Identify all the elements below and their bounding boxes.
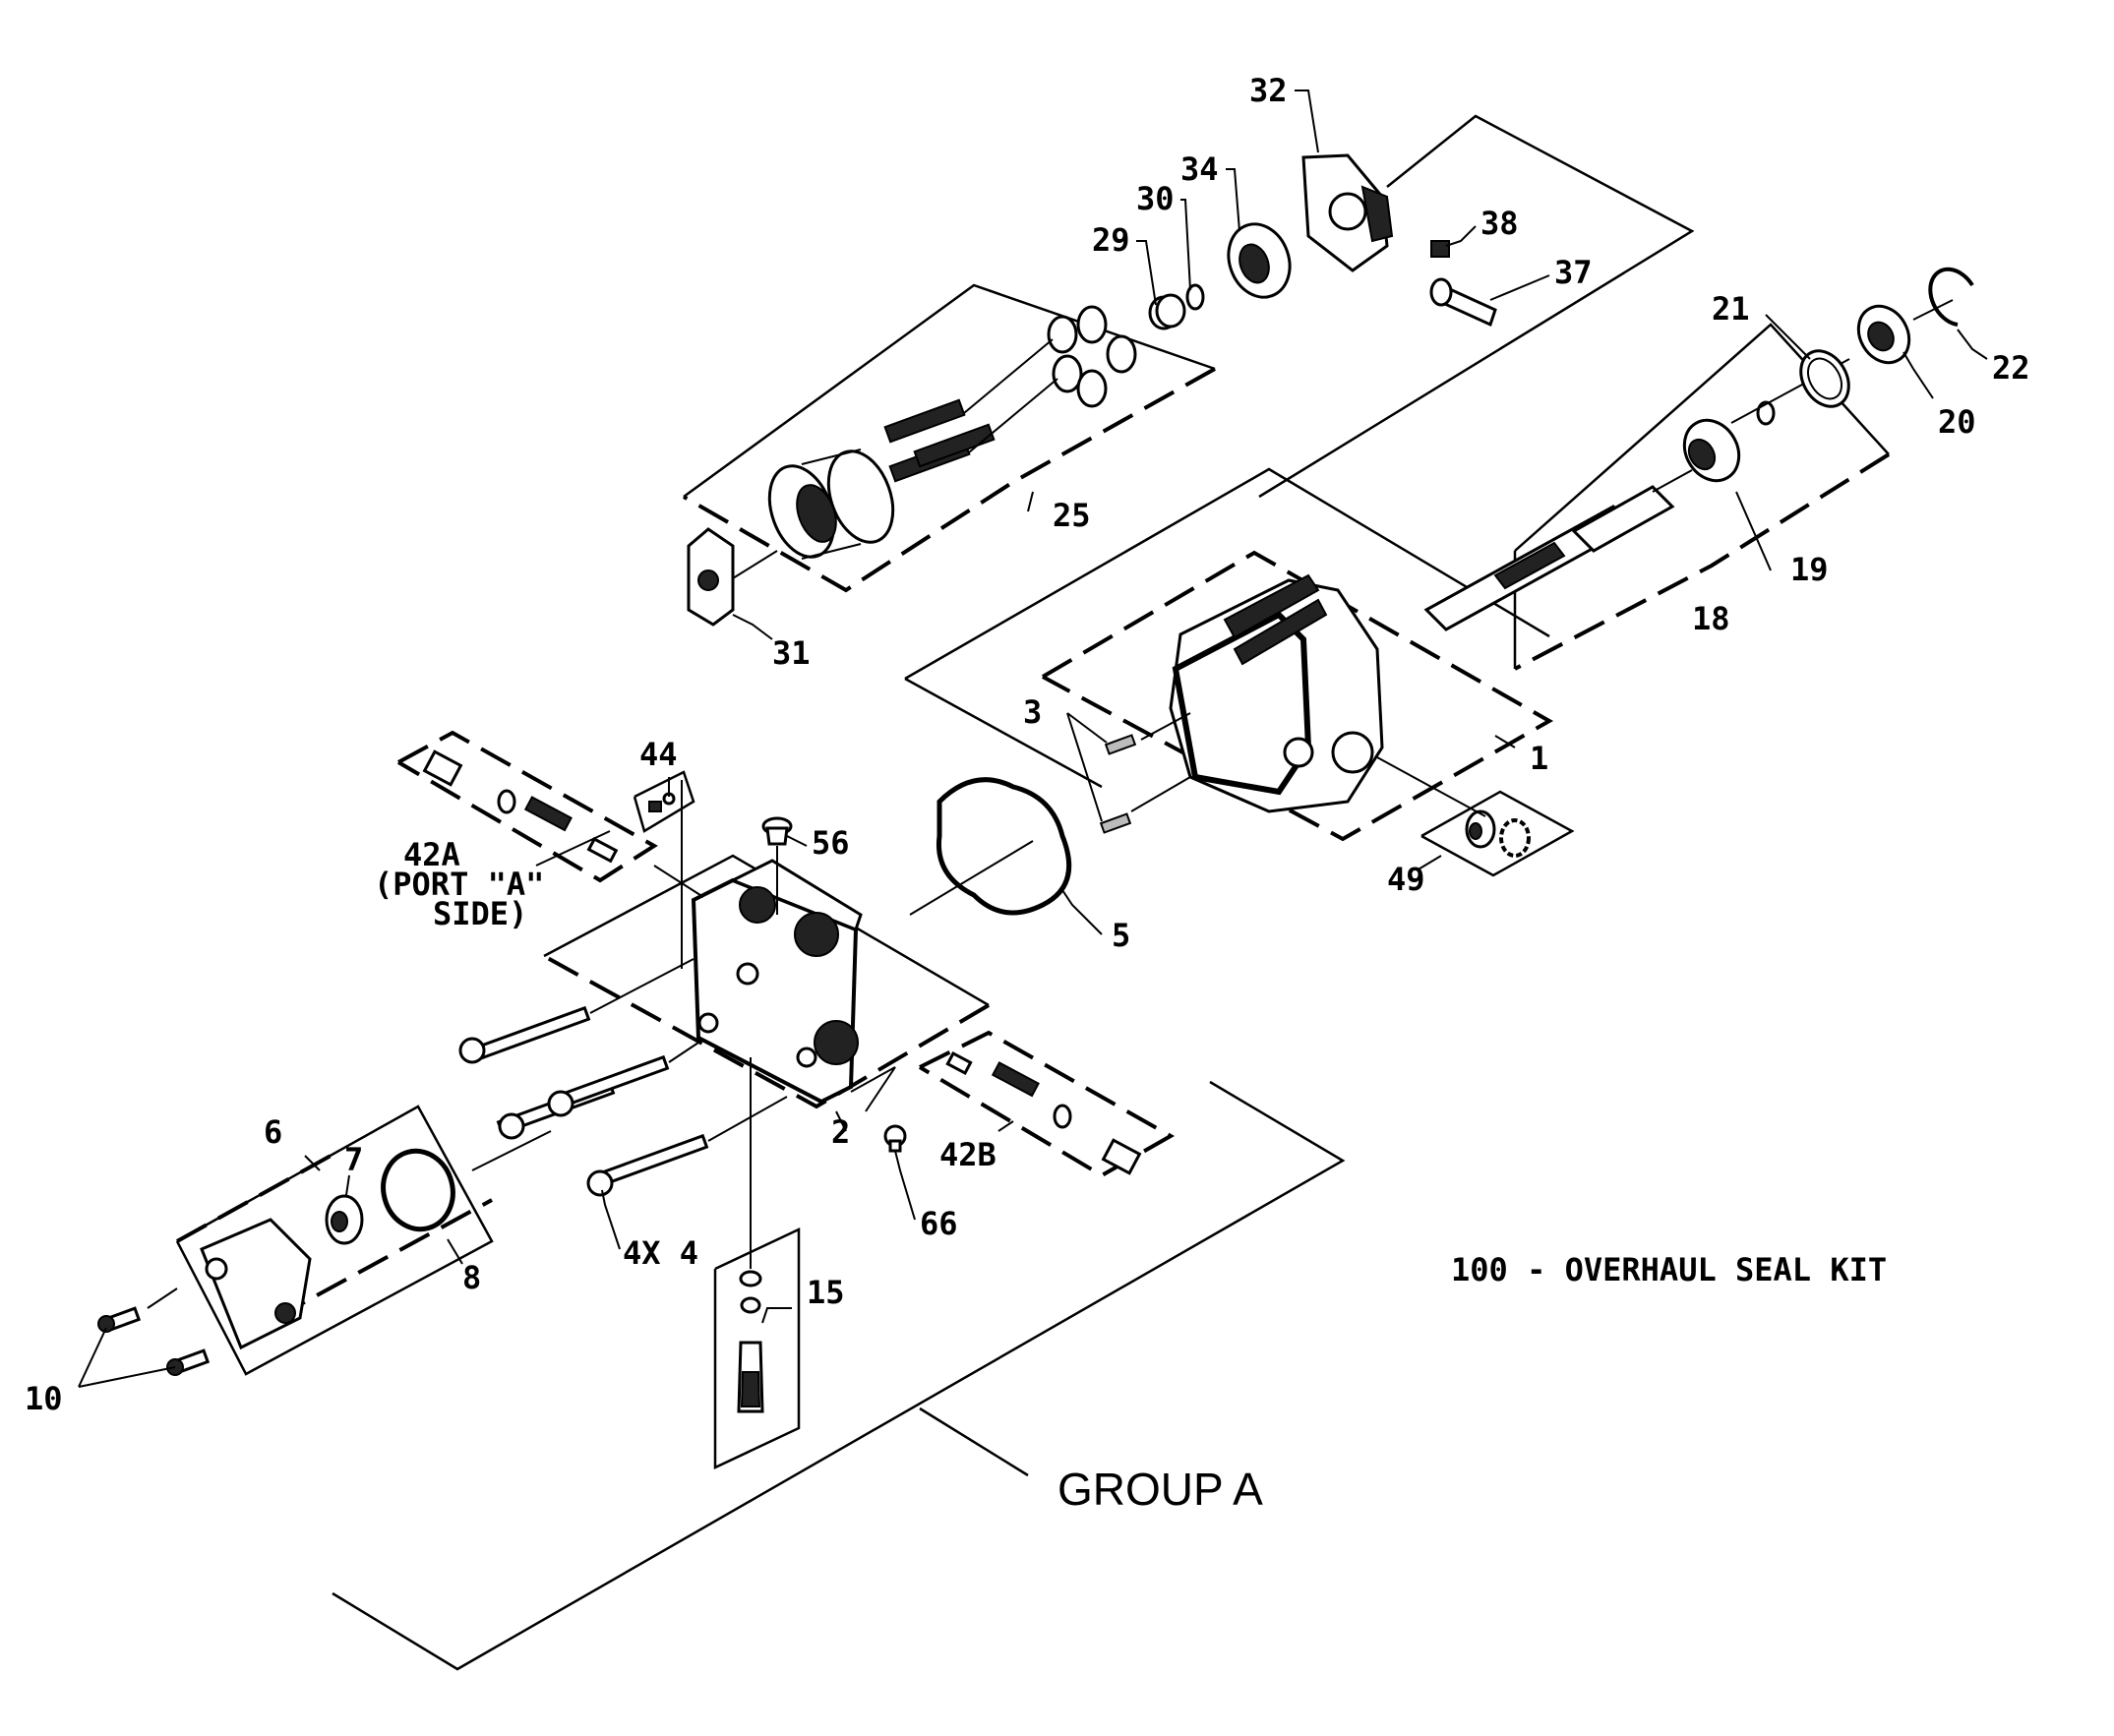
callout-20: 20 — [1938, 403, 1976, 441]
callout-42a-side: SIDE) — [433, 895, 527, 932]
callout-25: 25 — [1053, 497, 1091, 534]
seal-21 — [1799, 349, 1850, 408]
end-cap — [691, 859, 863, 1105]
callout-30: 30 — [1136, 180, 1175, 217]
valve-15-box — [713, 1227, 801, 1469]
o-ring-8 — [381, 1148, 455, 1232]
trunnion-37 — [1429, 277, 1497, 328]
callout-18: 18 — [1692, 600, 1730, 637]
relief-valve-42a-box — [396, 730, 658, 883]
callout-29: 29 — [1092, 221, 1130, 259]
callout-44: 44 — [639, 736, 678, 773]
leader-lines — [78, 90, 1988, 1388]
group-a-label: GROUP A — [1057, 1464, 1263, 1515]
cylinder-block — [767, 449, 895, 560]
pistons — [883, 305, 1137, 483]
seal-kit-note: 100 - OVERHAUL SEAL KIT — [1451, 1251, 1887, 1288]
relief-valve-42b-box — [918, 1030, 1176, 1178]
endcap-box — [543, 854, 991, 1109]
gasket-5 — [936, 777, 1072, 916]
bearing-19 — [1682, 418, 1741, 483]
ring-30 — [1185, 283, 1205, 311]
callout-3: 3 — [1023, 693, 1042, 731]
part-49-box — [1420, 790, 1575, 877]
callout-5: 5 — [1112, 917, 1130, 954]
screws-10 — [97, 1306, 211, 1376]
swashplate-32 — [1301, 153, 1394, 272]
callout-7: 7 — [344, 1141, 363, 1178]
callout-4: 4X 4 — [623, 1234, 698, 1272]
snap-ring-22 — [1928, 267, 1974, 327]
callout-38: 38 — [1480, 205, 1519, 242]
callout-34: 34 — [1180, 150, 1219, 188]
small-ring — [1756, 400, 1776, 426]
spring-29 — [1148, 293, 1186, 330]
callout-8: 8 — [462, 1259, 481, 1296]
end-cover-6-box — [175, 1105, 494, 1376]
callout-6: 6 — [264, 1113, 282, 1151]
callout-42a: 42A — [403, 836, 460, 873]
callout-19: 19 — [1790, 551, 1829, 588]
callout-66: 66 — [920, 1205, 958, 1242]
end-cover — [200, 1218, 312, 1350]
part-44-box — [633, 770, 695, 833]
callout-10: 10 — [25, 1380, 63, 1417]
callout-21: 21 — [1712, 290, 1750, 328]
callout-49: 49 — [1387, 861, 1425, 898]
nut-38 — [1430, 240, 1450, 258]
callout-56: 56 — [812, 824, 850, 862]
callout-15: 15 — [807, 1274, 845, 1311]
bearing-20 — [1856, 304, 1911, 365]
drive-shaft — [1423, 469, 1693, 631]
callout-labels: 32 34 30 29 38 37 21 22 20 19 18 25 31 3… — [25, 72, 2030, 1417]
callout-1: 1 — [1530, 740, 1548, 777]
callout-32: 32 — [1249, 72, 1288, 109]
thrust-plate-31 — [687, 527, 735, 627]
part-7 — [325, 1194, 364, 1245]
callout-37: 37 — [1554, 254, 1593, 291]
bearing-34 — [1227, 222, 1292, 299]
rotating-kit-box — [683, 283, 1216, 593]
group-a-outline — [332, 1080, 1346, 1671]
callout-2: 2 — [831, 1113, 850, 1151]
callout-42a-port: (PORT "A" — [374, 866, 544, 903]
callout-31: 31 — [772, 634, 811, 672]
plug-66 — [883, 1124, 907, 1153]
dowel-pins — [1066, 712, 1191, 834]
pump-housing — [1169, 573, 1384, 813]
bolts-4 — [458, 958, 788, 1197]
housing-kit-box — [904, 467, 1554, 842]
callout-22: 22 — [1992, 349, 2030, 387]
plug-56 — [761, 816, 793, 846]
callout-42b: 42B — [939, 1136, 997, 1173]
